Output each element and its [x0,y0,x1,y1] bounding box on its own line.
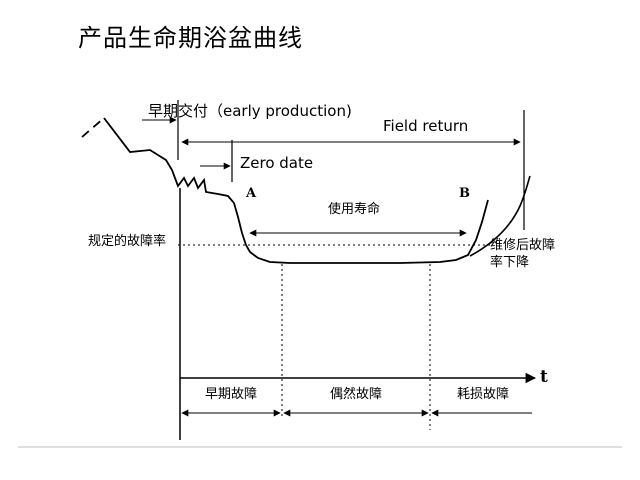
point-a-label: A [245,186,257,201]
zero-date-label: Zero date [240,154,313,172]
useful-life-label: 使用寿命 [328,201,380,217]
point-b-label: B [459,186,470,201]
phase-label-early: 早期故障 [205,387,257,402]
early-delivery-label: 早期交付（early production) [148,102,352,120]
repair-label-line1: 维修后故障 [490,238,555,253]
field-return-label: Field return [383,117,468,135]
post-repair-curve [469,175,531,257]
page-title: 产品生命期浴盆曲线 [78,24,303,52]
phase-label-random: 偶然故障 [330,386,382,402]
repair-label-line2: 率下降 [490,254,529,270]
pre-delivery-dashed-curve [81,117,105,138]
bathtub-failure-curve [103,117,489,264]
phase-label-wearout: 耗损故障 [457,387,509,402]
time-axis-label: t [540,367,548,387]
specified-rate-label: 规定的故障率 [88,233,166,249]
